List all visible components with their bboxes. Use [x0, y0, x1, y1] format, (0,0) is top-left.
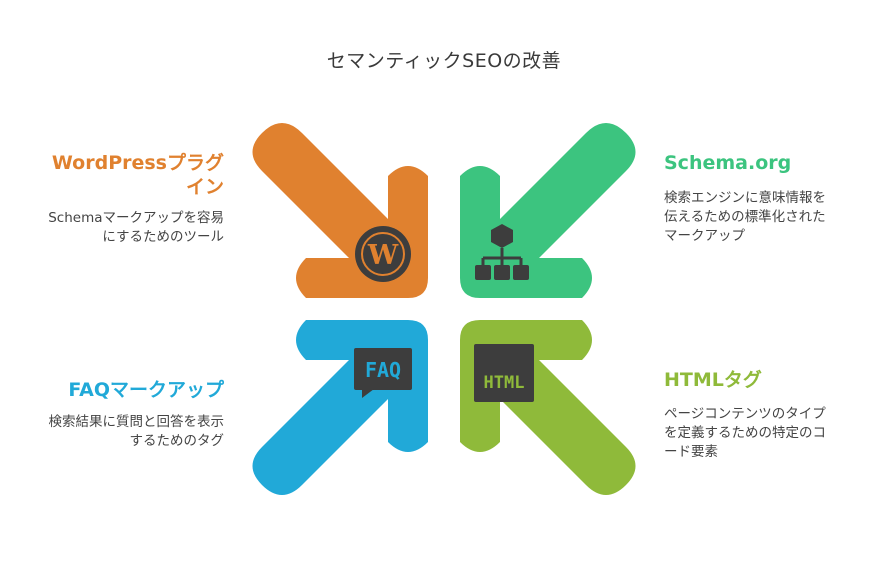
wordpress-arrow: W	[252, 123, 428, 298]
html-arrow: HTML	[460, 320, 636, 495]
html-description: ページコンテンツのタイプを定義するための特定のコード要素	[664, 406, 826, 460]
faq-arrow: FAQ	[252, 320, 428, 495]
faq-icon: FAQ	[354, 348, 412, 398]
wordpress-icon: W	[355, 226, 411, 282]
faq-heading: FAQマークアップ	[68, 379, 224, 401]
svg-text:HTML: HTML	[484, 373, 525, 393]
html-icon: HTML	[474, 344, 534, 402]
hierarchy-icon	[475, 224, 529, 280]
faq-description: 検索結果に質問と回答を表示するためのタグ	[48, 414, 225, 449]
diagram-title: セマンティックSEOの改善	[326, 50, 562, 72]
svg-text:W: W	[367, 240, 399, 271]
svg-text:FAQ: FAQ	[365, 358, 401, 382]
schema-arrow	[460, 123, 636, 298]
schema-description: 検索エンジンに意味情報を伝えるための標準化されたマークアップ	[664, 190, 826, 244]
html-heading: HTMLタグ	[664, 369, 762, 391]
wordpress-description: Schemaマークアップを容易にするためのツール	[48, 210, 224, 245]
wordpress-heading: WordPressプラグイン	[51, 152, 224, 198]
schema-heading: Schema.org	[664, 152, 792, 174]
